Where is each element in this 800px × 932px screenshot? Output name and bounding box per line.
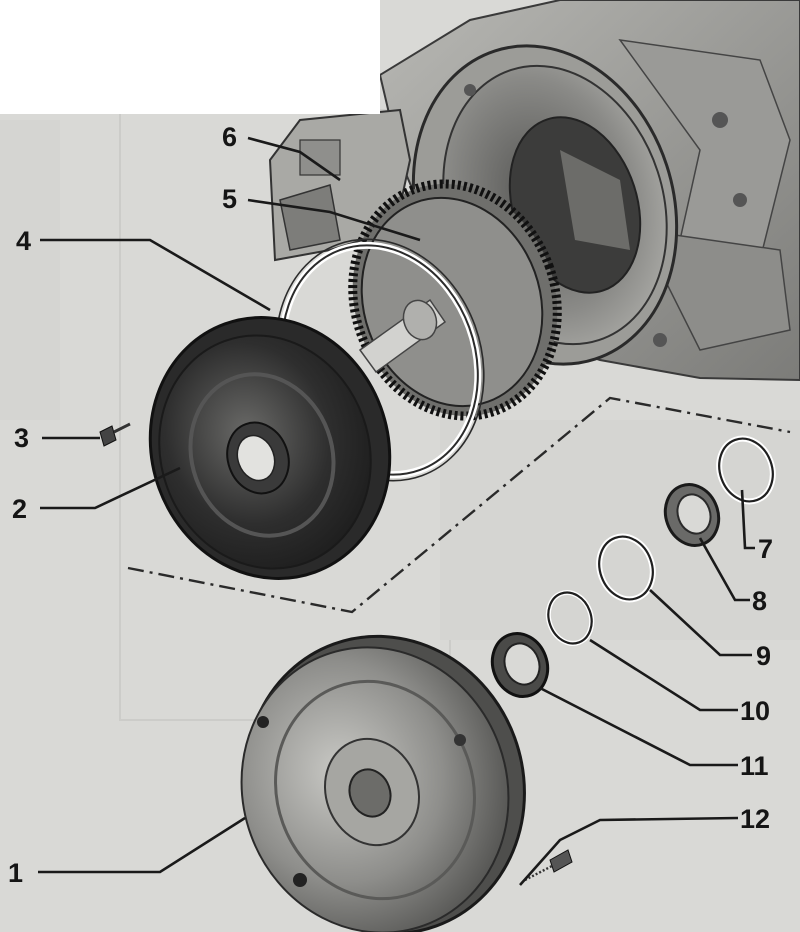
part-11-ring <box>490 632 550 698</box>
assembly-outline <box>127 396 791 614</box>
part-3-bolt <box>99 422 131 447</box>
leader-line-11 <box>539 686 738 767</box>
callout-2: 2 <box>12 494 27 524</box>
leader-line-1 <box>38 816 246 874</box>
leader-line-8 <box>698 537 750 602</box>
leader-line-10 <box>589 638 738 712</box>
callout-4: 4 <box>16 226 31 256</box>
part-12-bolt <box>524 849 573 882</box>
leader-line-9 <box>649 589 752 657</box>
part-10-ring <box>545 590 595 646</box>
callout-5: 5 <box>222 184 237 214</box>
part-9-ring <box>596 533 656 603</box>
part-2-pump-cover <box>148 316 392 580</box>
leader-line-7 <box>740 489 755 550</box>
callout-labels: 1 2 3 4 5 6 7 8 9 10 11 12 <box>8 122 773 888</box>
leader-line-6 <box>247 136 341 182</box>
redaction-box <box>0 0 380 114</box>
part-1-torque-converter <box>240 634 526 932</box>
leader-line-2 <box>40 466 181 510</box>
leader-line-5 <box>247 198 421 242</box>
background-texture <box>0 109 800 721</box>
leader-line-4 <box>40 238 271 312</box>
callout-12: 12 <box>740 804 770 834</box>
callout-8: 8 <box>752 586 767 616</box>
callout-3: 3 <box>14 423 29 453</box>
part-8-ring <box>663 483 721 547</box>
callout-11: 11 <box>740 751 769 781</box>
shaft <box>358 298 447 374</box>
callout-7: 7 <box>758 534 773 564</box>
leader-line-12 <box>519 816 739 886</box>
part-7-ring <box>716 435 776 505</box>
callout-1: 1 <box>8 858 23 888</box>
callout-10: 10 <box>740 696 770 726</box>
callout-6: 6 <box>222 122 237 152</box>
callout-9: 9 <box>756 641 771 671</box>
leader-lines <box>38 136 755 886</box>
